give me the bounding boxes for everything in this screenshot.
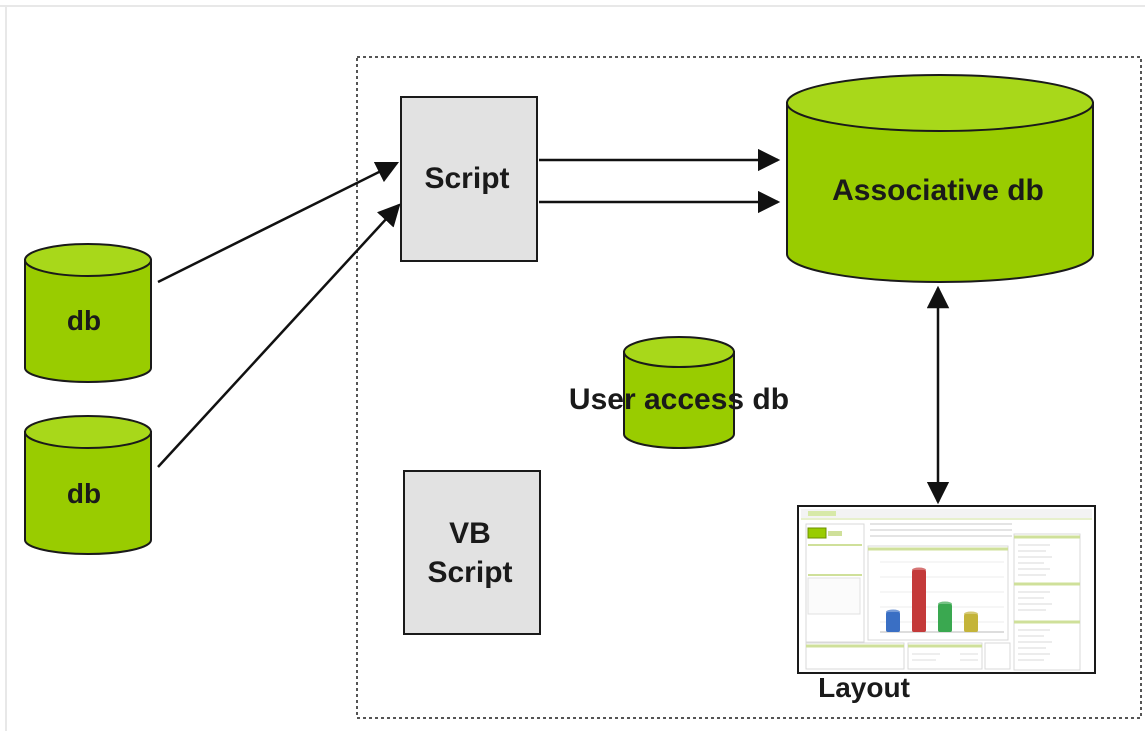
thumbnail-bar-cap xyxy=(938,601,952,607)
vb-script-label-line1: VB xyxy=(449,517,491,550)
thumbnail-bar xyxy=(912,570,926,632)
thumbnail-bar xyxy=(964,614,978,632)
layout-thumbnail xyxy=(797,505,1096,674)
source-db-2-label: db xyxy=(67,478,101,509)
user-access-db: User access db xyxy=(569,336,789,449)
source-db-1: db xyxy=(24,243,152,383)
vb-script-label-line2: Script xyxy=(427,556,512,589)
user-access-db-label: User access db xyxy=(569,383,789,416)
source-db-1-label: db xyxy=(67,305,101,336)
vb-script-box: VB Script xyxy=(403,470,541,635)
system-boundary xyxy=(356,56,1142,719)
associative-db-label: Associative db xyxy=(832,174,1044,207)
script-box-label: Script xyxy=(424,162,509,195)
associative-db: Associative db xyxy=(786,74,1094,283)
thumbnail-bar xyxy=(938,604,952,632)
arrow-db1-to-script xyxy=(157,161,400,284)
thumbnail-bar-cap xyxy=(912,567,926,573)
thumbnail-right-panel xyxy=(1013,533,1081,671)
thumbnail-bars xyxy=(886,567,978,632)
arrow-db2-to-script xyxy=(157,203,401,468)
thumbnail-bar-cap xyxy=(964,611,978,617)
thumbnail-toolbar xyxy=(870,523,1012,537)
source-db-2: db xyxy=(24,415,152,555)
script-box: Script xyxy=(400,96,538,262)
layout-label: Layout xyxy=(818,672,910,703)
thumbnail-bar xyxy=(886,612,900,632)
thumbnail-bar-cap xyxy=(886,609,900,615)
